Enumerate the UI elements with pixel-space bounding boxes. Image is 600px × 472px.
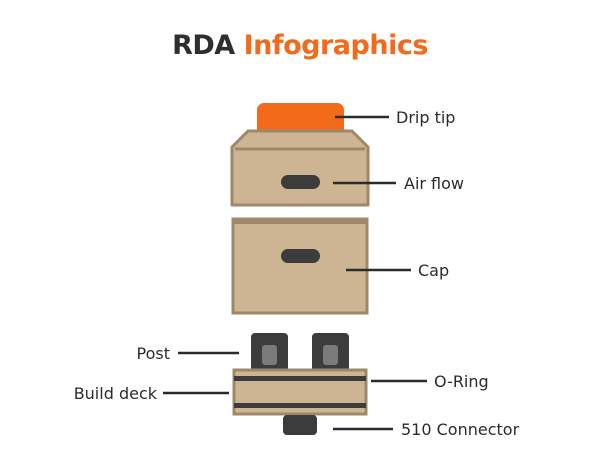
top-cap-shape [230,129,370,207]
air-flow-slot [281,175,320,189]
o-ring-bottom [234,403,366,408]
diagram-title: RDA Infographics [0,28,600,64]
label-o-ring: O-Ring [434,372,489,391]
label-post: Post [137,344,170,363]
connector-shape [283,415,317,435]
cap-shape [231,217,369,315]
o-ring-top [234,376,366,381]
leader-lines [163,115,427,431]
label-build-deck: Build deck [74,384,158,403]
label-510-connector: 510 Connector [401,420,520,439]
label-cap: Cap [418,261,449,280]
title-rda: RDA [172,30,235,61]
label-drip-tip: Drip tip [396,108,455,127]
build-deck-shape [232,368,368,416]
title-infographics: Infographics [243,30,429,61]
label-air-flow: Air flow [404,174,464,193]
cap-slot [281,249,320,263]
posts-shape [251,333,349,373]
